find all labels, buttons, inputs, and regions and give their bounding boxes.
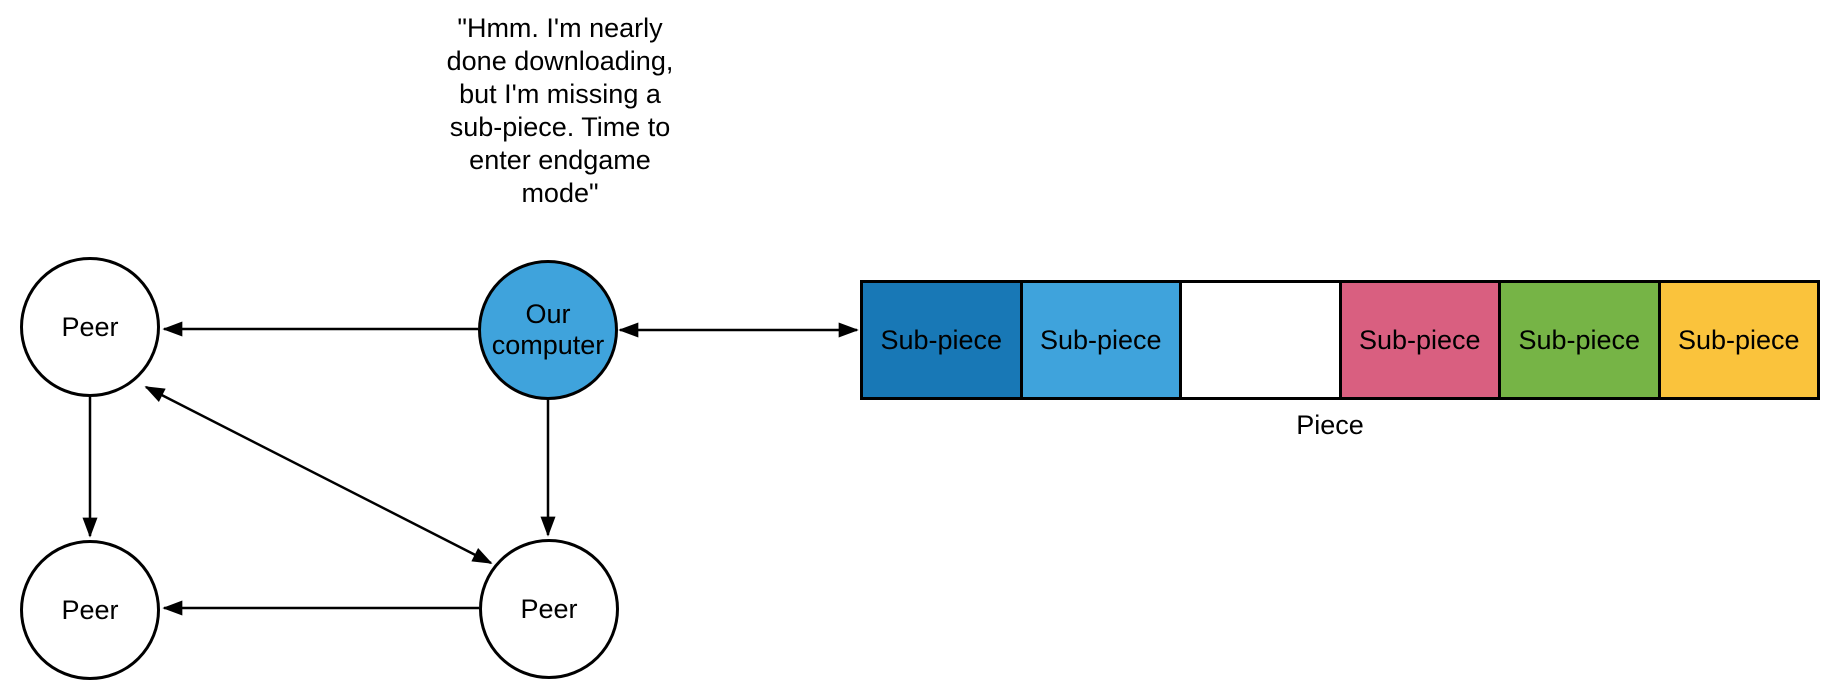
thought-bubble-text: "Hmm. I'm nearly done downloading, but I…: [446, 13, 674, 208]
sub-piece-label: Sub-piece: [1518, 324, 1641, 355]
sub-piece-label: Sub-piece: [880, 324, 1003, 355]
our-computer-label: Our computer: [491, 299, 605, 360]
peer-node-bottom-middle: Peer: [479, 539, 619, 679]
piece-bar: Sub-piece Sub-piece Sub-piece Sub-piece …: [860, 280, 1820, 400]
sub-piece-label: Sub-piece: [1677, 324, 1800, 355]
sub-piece-label: Sub-piece: [1358, 324, 1481, 355]
sub-piece-box-1: Sub-piece: [860, 280, 1023, 400]
sub-piece-box-2: Sub-piece: [1019, 280, 1182, 400]
sub-piece-box-6: Sub-piece: [1657, 280, 1820, 400]
our-computer-node: Our computer: [478, 260, 618, 400]
peer-node-top-left: Peer: [20, 257, 160, 397]
piece-caption: Piece: [1296, 410, 1364, 440]
sub-piece-box-5: Sub-piece: [1498, 280, 1661, 400]
peer-node-label: Peer: [61, 311, 119, 342]
peer-node-bottom-left: Peer: [20, 540, 160, 680]
peer-node-label: Peer: [520, 593, 578, 624]
sub-piece-box-4: Sub-piece: [1338, 280, 1501, 400]
peer-node-label: Peer: [61, 594, 119, 625]
arrow-peer-top-left-peer-bottom-middle-bidirectional: [144, 385, 493, 565]
sub-piece-box-3-missing: [1179, 280, 1342, 400]
sub-piece-label: Sub-piece: [1039, 324, 1162, 355]
